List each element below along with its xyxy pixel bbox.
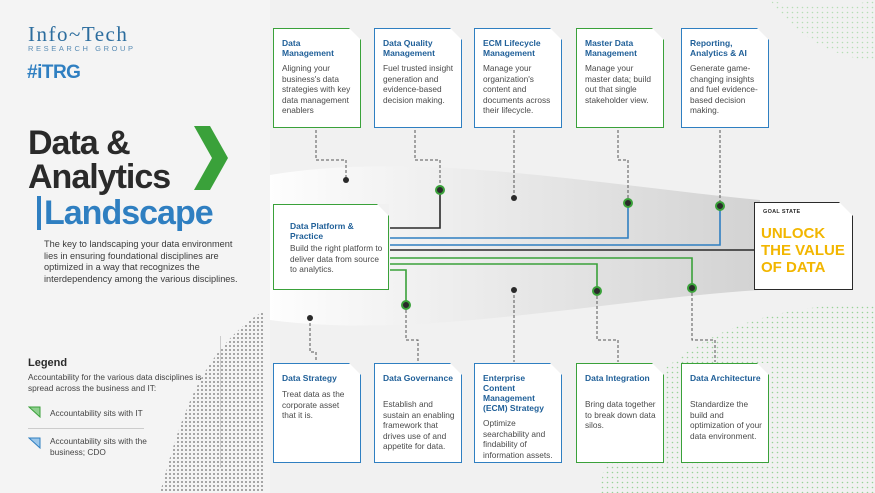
card-data-quality-management[interactable]: Data Quality Management Fuel trusted ins… [374, 28, 462, 128]
card-ecm-lifecycle-management[interactable]: ECM Lifecycle Management Manage your org… [474, 28, 562, 128]
legend-divider [28, 428, 144, 429]
chevron-right-icon [194, 126, 228, 190]
legend-panel [0, 336, 221, 468]
card-description: Aligning your business's data strategies… [282, 63, 351, 115]
card-title: Enterprise Content Management (ECM) Stra… [483, 373, 544, 413]
card-data-governance[interactable]: Data Governance Establish and sustain an… [374, 363, 462, 463]
title-line-1: Data & [28, 124, 131, 162]
legend-title: Legend [28, 357, 68, 369]
card-title: Data Quality Management [383, 38, 435, 58]
card-ecm-strategy[interactable]: Enterprise Content Management (ECM) Stra… [474, 363, 562, 463]
legend-business-label: Accountability sits with the business; C… [50, 436, 147, 457]
card-title: Data Integration [585, 373, 650, 383]
card-title: Data Strategy [282, 373, 337, 383]
brand-logo: Info~Tech [28, 22, 129, 46]
card-description: Optimize searchability and findability o… [483, 418, 553, 460]
goal-state-card: GOAL STATE UNLOCK THE VALUE OF DATA [754, 202, 853, 290]
legend-it-label: Accountability sits with IT [50, 408, 143, 418]
card-description: Bring data together to break down data s… [585, 399, 656, 430]
card-description: Fuel trusted insight generation and evid… [383, 63, 454, 105]
card-data-strategy[interactable]: Data Strategy Treat data as the corporat… [273, 363, 361, 463]
card-data-architecture[interactable]: Data Architecture Standardize the build … [681, 363, 774, 468]
card-description: Establish and sustain an enabling framew… [383, 399, 455, 451]
card-description: Manage your organization's content and d… [483, 63, 551, 115]
it-accountability-icon [28, 406, 41, 418]
title-line-2: Analytics [28, 158, 171, 196]
card-data-platform-practice[interactable]: Data Platform & Practice Build the right… [273, 204, 394, 295]
card-data-management[interactable]: Data Management Aligning your business's… [273, 28, 366, 133]
goal-state-message: UNLOCK THE VALUE OF DATA [761, 225, 845, 276]
card-description: Generate game-changing insights and fuel… [690, 63, 758, 115]
title-line-3: Landscape [44, 194, 214, 232]
card-title: Data Architecture [690, 373, 761, 383]
business-accountability-icon [28, 437, 41, 449]
card-description: Standardize the build and optimization o… [690, 399, 762, 441]
card-title: ECM Lifecycle Management [483, 38, 541, 58]
card-description: Manage your master data; build out that … [585, 63, 651, 105]
legend-description: Accountability for the various data disc… [28, 372, 202, 393]
card-master-data-management[interactable]: Master Data Management Manage your maste… [576, 28, 669, 133]
card-title: Data Management [282, 38, 334, 58]
card-reporting-analytics-ai[interactable]: Reporting, Analytics & AI Generate game-… [681, 28, 769, 128]
intro-text: The key to landscaping your data environ… [44, 239, 238, 284]
card-title: Reporting, Analytics & AI [690, 38, 747, 58]
goal-state-label: GOAL STATE [763, 209, 801, 215]
card-title: Master Data Management [585, 38, 637, 58]
brand-hashtag: #iTRG [27, 62, 81, 83]
card-description: Treat data as the corporate asset that i… [282, 389, 345, 420]
card-data-integration[interactable]: Data Integration Bring data together to … [576, 363, 669, 468]
card-description: Build the right platform to deliver data… [290, 243, 383, 274]
card-title: Data Platform & Practice [290, 221, 354, 241]
card-title: Data Governance [383, 373, 453, 383]
title-accent-bar [37, 196, 41, 230]
brand-subtitle: RESEARCH GROUP [28, 44, 136, 53]
